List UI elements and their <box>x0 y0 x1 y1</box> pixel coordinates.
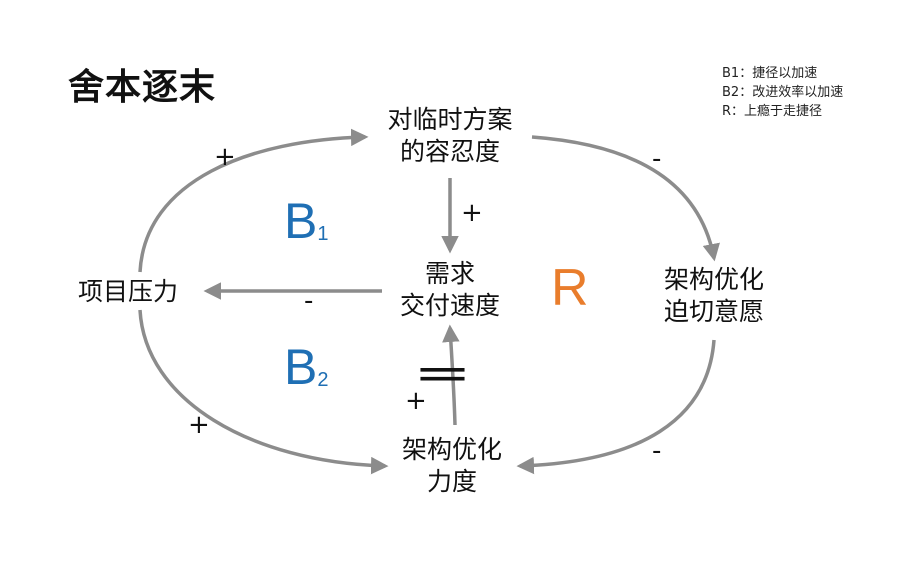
node-urgency: 架构优化 迫切意愿 <box>648 264 780 328</box>
node-tolerance-line2: 的容忍度 <box>399 137 500 166</box>
loop-label-r: R <box>551 259 589 317</box>
node-effort-line1: 架构优化 <box>401 435 502 464</box>
node-delivery: 需求 交付速度 <box>382 258 518 322</box>
node-urgency-line1: 架构优化 <box>663 265 764 294</box>
loop-label-b2: B2 <box>284 338 328 396</box>
node-tolerance: 对临时方案 的容忍度 <box>368 104 532 168</box>
legend-item-b2: B2：改进效率以加速 <box>722 85 844 100</box>
node-urgency-line2: 迫切意愿 <box>663 297 764 326</box>
node-tolerance-line1: 对临时方案 <box>387 105 513 134</box>
arrow-tolerance-to-urgency <box>531 135 720 262</box>
arrow-effort-to-delivery <box>442 324 460 426</box>
node-pressure: 项目压力 <box>78 277 179 306</box>
loop-b2-subscript: 2 <box>317 369 329 391</box>
loop-b1-letter: B <box>284 193 318 249</box>
node-delivery-line2: 交付速度 <box>399 291 500 320</box>
sign-tolerance-to-delivery: + <box>461 198 483 228</box>
arrow-pressure-to-tolerance <box>138 128 369 273</box>
diagram-title: 舍本逐末 <box>68 67 217 108</box>
sign-delivery-to-pressure: - <box>304 286 314 316</box>
node-delivery-line1: 需求 <box>424 259 475 288</box>
sign-urgency-to-effort: - <box>652 436 662 466</box>
loop-label-b1: B1 <box>284 192 328 250</box>
sign-pressure-to-tolerance: + <box>214 142 236 172</box>
legend: B1：捷径以加速 B2：改进效率以加速 R：上瘾于走捷径 <box>722 64 843 121</box>
legend-item-r: R：上瘾于走捷径 <box>722 104 823 119</box>
sign-tolerance-to-urgency: - <box>652 144 662 174</box>
legend-item-b1: B1：捷径以加速 <box>722 66 818 81</box>
loop-b1-subscript: 1 <box>317 223 329 245</box>
arrow-pressure-to-effort <box>138 309 389 475</box>
sign-effort-to-delivery: + <box>405 386 427 416</box>
arrow-urgency-to-effort <box>516 339 716 475</box>
node-effort: 架构优化 力度 <box>386 434 518 498</box>
sign-pressure-to-effort: + <box>188 410 210 440</box>
delay-mark: = <box>412 348 472 399</box>
node-effort-line2: 力度 <box>426 467 477 496</box>
loop-b2-letter: B <box>284 339 318 395</box>
